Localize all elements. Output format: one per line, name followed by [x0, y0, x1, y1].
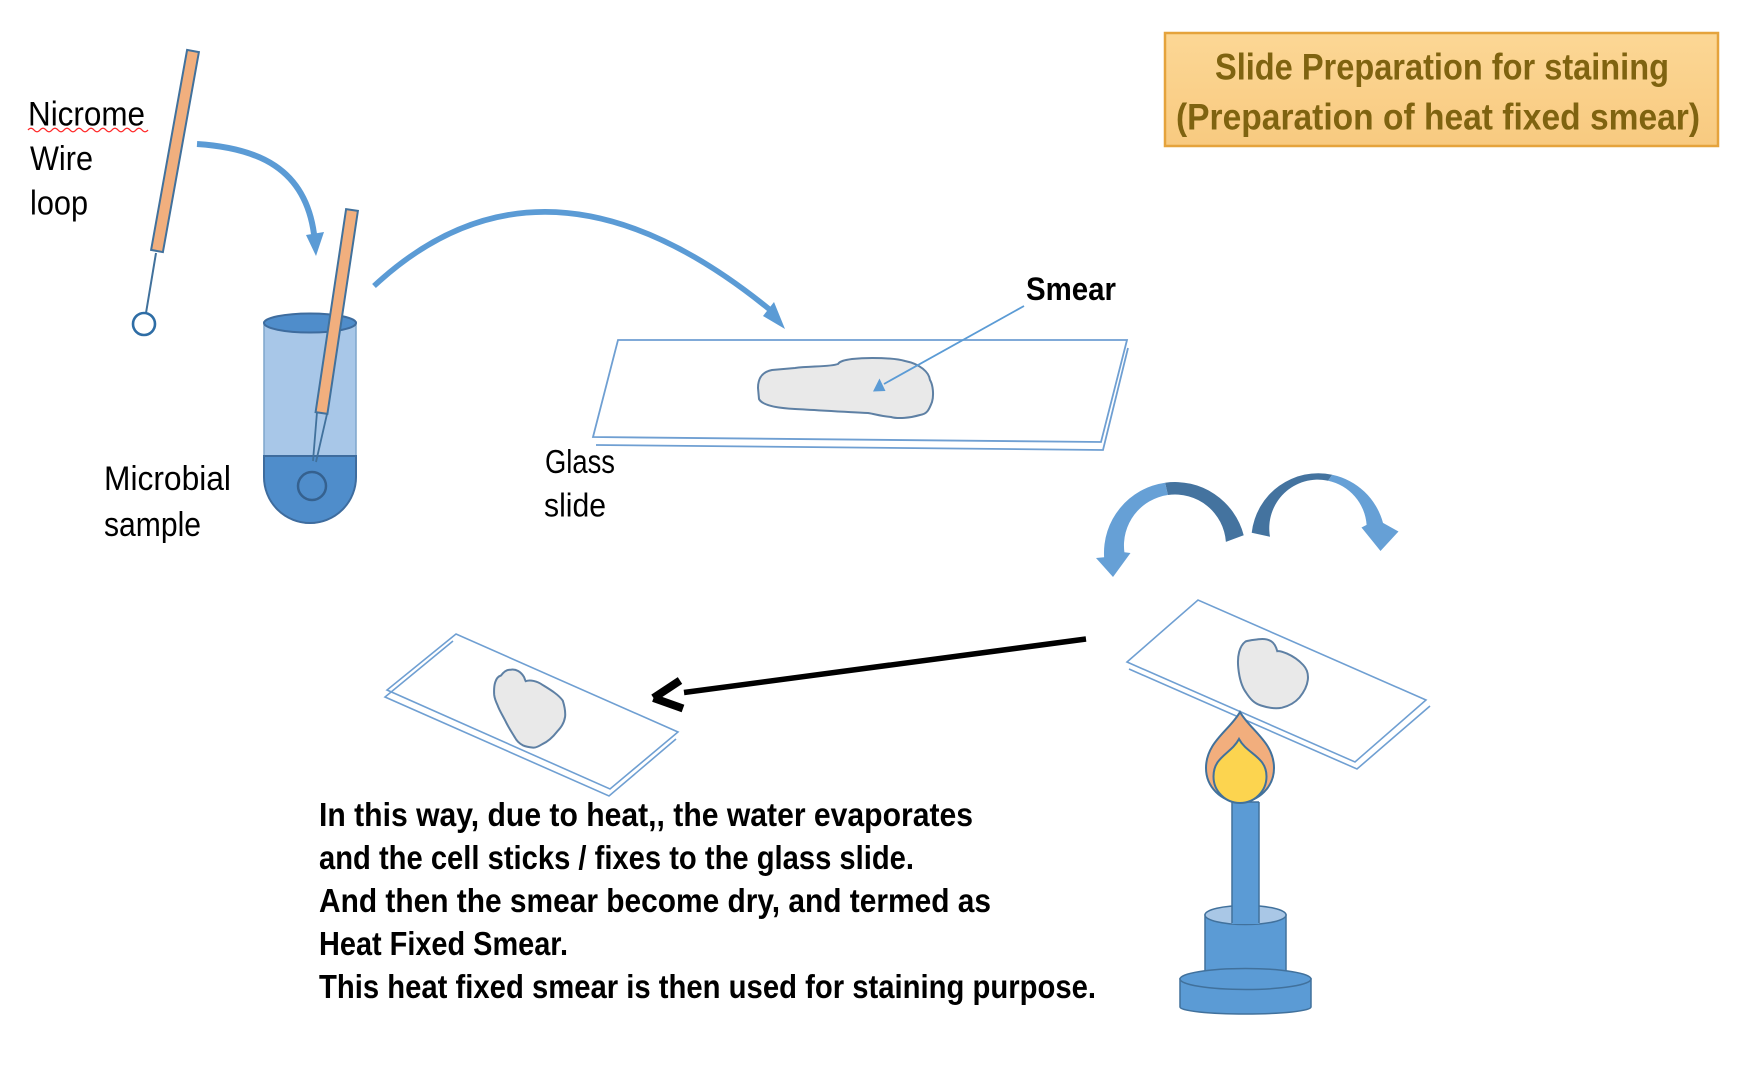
svg-text:And then the smear become dry,: And then the smear become dry, and terme… — [319, 882, 991, 919]
svg-text:Slide Preparation for staining: Slide Preparation for staining — [1215, 47, 1669, 88]
svg-text:(Preparation of heat fixed sme: (Preparation of heat fixed smear) — [1176, 97, 1700, 138]
svg-text:This heat fixed smear is then: This heat fixed smear is then used for s… — [319, 968, 1096, 1005]
svg-text:sample: sample — [104, 506, 201, 544]
svg-text:Glass: Glass — [545, 443, 615, 480]
svg-text:loop: loop — [30, 185, 88, 223]
svg-text:Heat Fixed Smear.: Heat Fixed Smear. — [319, 925, 568, 962]
svg-text:Smear: Smear — [1026, 271, 1116, 307]
svg-text:slide: slide — [544, 487, 606, 524]
svg-text:In this way, due to heat,, the: In this way, due to heat,, the water eva… — [319, 796, 973, 833]
svg-text:and the cell sticks / fixes to: and the cell sticks / fixes to the glass… — [319, 839, 914, 876]
svg-text:Nicrome: Nicrome — [28, 96, 145, 134]
svg-text:Wire: Wire — [30, 140, 93, 178]
svg-text:Microbial: Microbial — [104, 460, 231, 498]
